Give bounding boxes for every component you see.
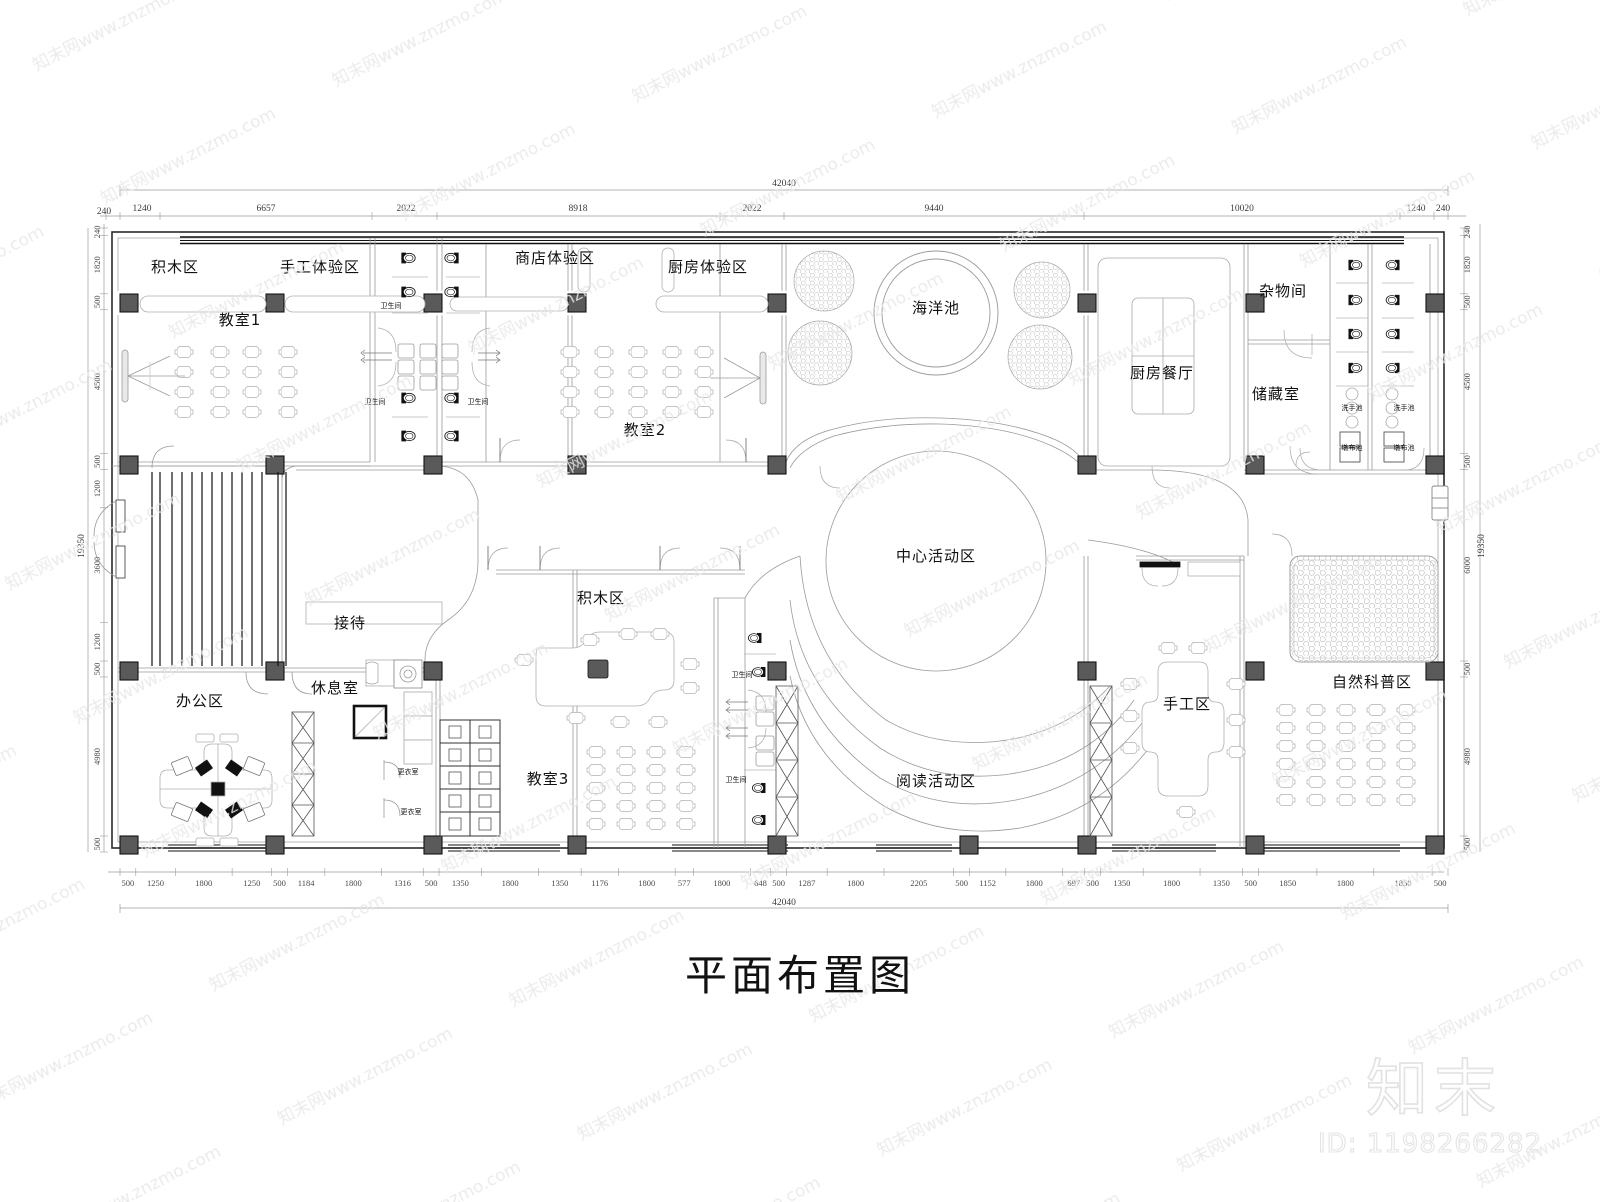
- drawing-id: ID: 1198266282: [1318, 1129, 1542, 1159]
- page-title: 平面布置图: [685, 951, 915, 1000]
- site-logo: 知末: [1366, 1052, 1502, 1125]
